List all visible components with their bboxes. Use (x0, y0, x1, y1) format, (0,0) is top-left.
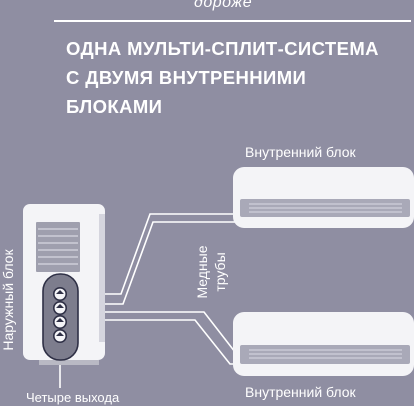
copper-pipes-label-line-1: Медные (194, 245, 210, 299)
valve-4-arrow (56, 332, 64, 336)
indoor-unit-top-label: Внутренний блок (245, 144, 356, 160)
headline-line-2: С ДВУМЯ ВНУТРЕННИМИ (66, 67, 307, 88)
headline-line-1: ОДНА МУЛЬТИ-СПЛИТ-СИСТЕМА (66, 38, 379, 59)
top-divider (54, 20, 411, 22)
valve-4 (52, 328, 67, 343)
indoor-unit-bottom-label: Внутренний блок (245, 384, 356, 400)
copper-pipes-label-line-2: трубы (212, 252, 228, 292)
valve-2 (52, 300, 67, 315)
outdoor-unit (23, 204, 105, 365)
indoor-top-body (233, 167, 414, 228)
copper-pipes-label: Медные трубы (193, 237, 229, 307)
valve-3 (52, 314, 67, 329)
outdoor-unit-base (39, 360, 99, 365)
outdoor-unit-vent (36, 222, 80, 272)
headline-line-3: БЛОКАМИ (66, 96, 163, 117)
indoor-unit-top (233, 167, 414, 228)
indoor-top-vent-lines (249, 203, 402, 213)
valve-3-arrow (56, 318, 64, 322)
top-word: дороже (194, 0, 253, 11)
indoor-bottom-body (233, 312, 414, 376)
four-outputs-label: Четыре выхода (26, 390, 120, 405)
valve-2-arrow (56, 304, 64, 308)
indoor-unit-bottom (233, 312, 414, 376)
outdoor-vent-lines (38, 228, 78, 265)
indoor-bottom-vent-lines (249, 349, 402, 359)
headline: ОДНА МУЛЬТИ-СПЛИТ-СИСТЕМА С ДВУМЯ ВНУТРЕ… (66, 34, 412, 121)
valve-1 (52, 286, 67, 301)
valve-1-arrow (56, 290, 64, 294)
outdoor-unit-label: Наружный блок (0, 249, 16, 351)
outdoor-unit-side-shade (99, 214, 105, 342)
service-valves (52, 286, 67, 343)
